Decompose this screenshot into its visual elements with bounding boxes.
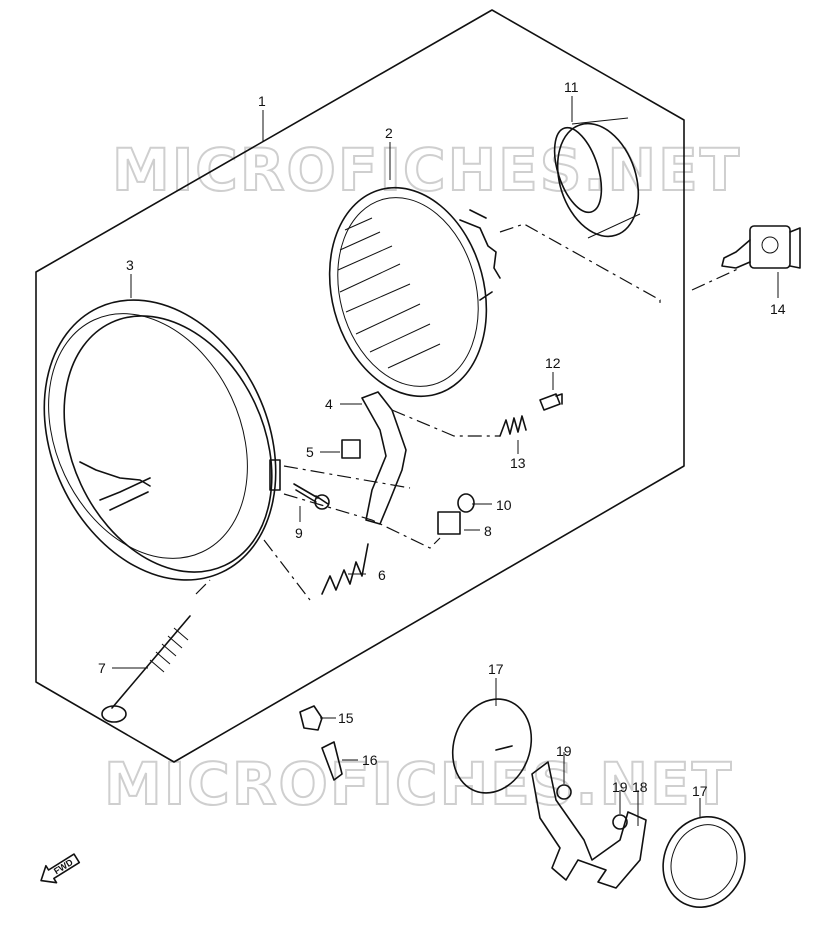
watermark-bottom: MICROFICHES.NET: [104, 750, 733, 818]
callout-19-a: 19: [556, 743, 572, 759]
reflector-17-left: [451, 698, 533, 794]
callout-9: 9: [295, 525, 303, 541]
callout-3: 3: [126, 257, 134, 273]
callout-13: 13: [510, 455, 526, 471]
assembly-boundary: [35, 9, 685, 763]
headlight-rim: [43, 299, 281, 581]
callout-6: 6: [378, 567, 386, 583]
reflector-17-right: [662, 815, 746, 909]
watermark-top: MICROFICHES.NET: [112, 136, 741, 204]
callout-5: 5: [306, 444, 314, 460]
headlight-unit: [328, 186, 501, 398]
callout-18: 18: [632, 779, 648, 795]
callout-2: 2: [385, 125, 393, 141]
bolt-16: [321, 741, 343, 781]
callout-10: 10: [496, 497, 512, 513]
spring-6: [321, 543, 369, 595]
callout-17-right: 17: [692, 783, 708, 799]
spring-13: [499, 415, 527, 437]
headlight-bulb: [721, 225, 801, 269]
screw-12: [539, 393, 563, 411]
nut-19-b: [612, 814, 628, 830]
callout-1: 1: [258, 93, 266, 109]
nut-5: [341, 439, 361, 459]
bulb-cover: [553, 117, 641, 239]
callout-7: 7: [98, 660, 106, 676]
callout-4: 4: [325, 396, 333, 412]
collar-10: [457, 493, 475, 513]
callout-14: 14: [770, 301, 786, 317]
callout-16: 16: [362, 752, 378, 768]
callout-17-left: 17: [488, 661, 504, 677]
nut-19-a: [556, 784, 572, 800]
fwd-label: FWD: [52, 857, 75, 877]
callout-8: 8: [484, 523, 492, 539]
fwd-arrow-icon: FWD: [40, 853, 81, 884]
mount-bracket: [361, 391, 407, 525]
nut-15: [299, 705, 323, 731]
callout-19-b: 19: [612, 779, 628, 795]
callout-12: 12: [545, 355, 561, 371]
reflector-bracket: [531, 761, 647, 889]
callout-11: 11: [564, 79, 579, 95]
callout-15: 15: [338, 710, 354, 726]
nut-8: [437, 511, 461, 535]
screw-9: [293, 483, 329, 505]
adjusting-screw: [101, 615, 191, 723]
